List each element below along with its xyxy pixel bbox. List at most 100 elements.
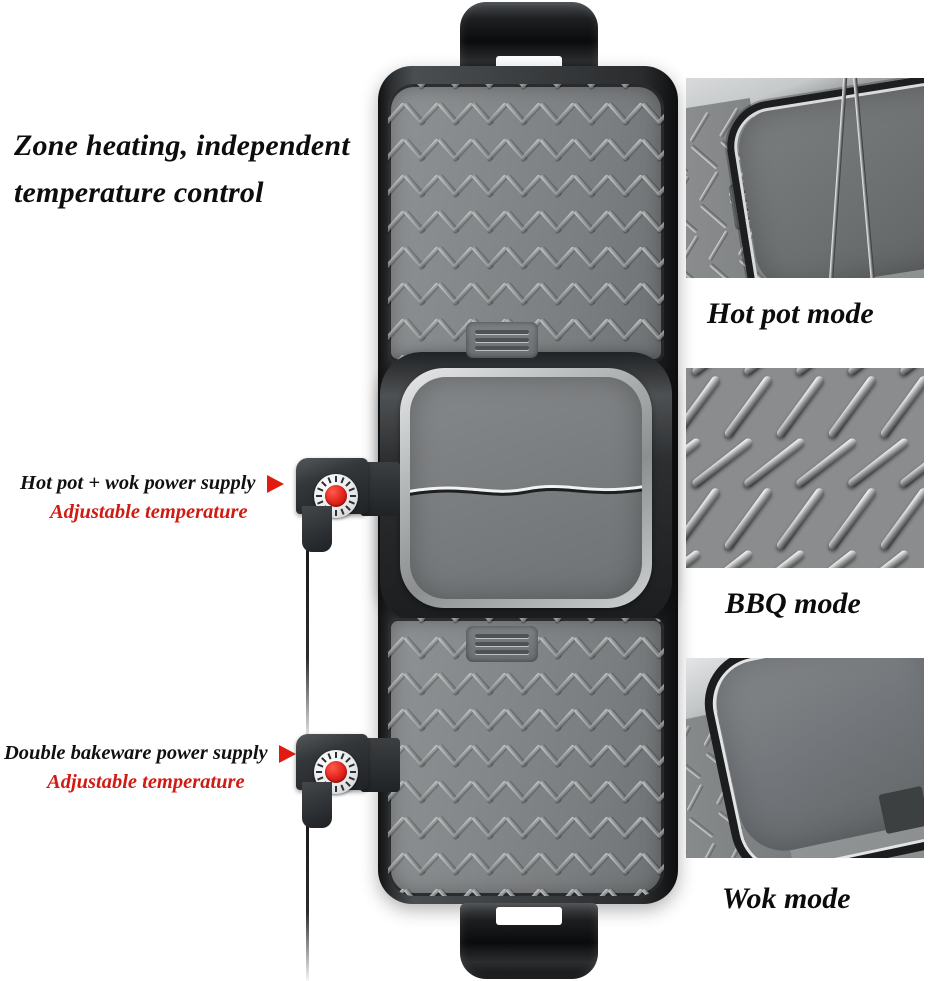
- plate-texture-dash: [622, 318, 644, 341]
- temperature-knob[interactable]: [325, 761, 347, 783]
- plate-texture-dash: [388, 618, 406, 623]
- plate-texture-dash: [520, 780, 542, 803]
- plate-texture-dash: [588, 816, 610, 839]
- plate-texture-dash: [622, 174, 644, 197]
- plate-texture-dash: [452, 780, 474, 803]
- control-stand: [302, 506, 332, 552]
- plate-texture-dash: [698, 170, 720, 203]
- plate-texture-dash: [686, 848, 688, 858]
- grill-plate-bottom: [388, 618, 664, 896]
- plate-texture-dash: [520, 174, 542, 197]
- arrow-right-icon: [266, 474, 284, 493]
- plate-texture-dash: [588, 744, 610, 767]
- plate-texture-dash: [418, 282, 440, 305]
- dial-tick: [316, 495, 322, 497]
- plate-texture-dash: [520, 672, 542, 695]
- plate-texture-dash: [622, 852, 644, 875]
- plate-texture-dash: [452, 174, 474, 197]
- callout-label: Hot pot + wok power supply: [20, 472, 284, 495]
- thumbnail-wok-mode: [686, 658, 924, 858]
- callout-hot-pot-wok: Hot pot + wok power supply Adjustable te…: [20, 472, 284, 524]
- plate-texture-dash: [418, 888, 440, 896]
- plate-texture-dash: [554, 210, 576, 233]
- arrow-right-icon: [278, 744, 296, 763]
- plate-texture-dash: [622, 210, 644, 233]
- thumb-chrome-rim: [720, 78, 924, 278]
- plate-texture-dash: [688, 816, 715, 839]
- plate-texture-dash: [622, 708, 644, 731]
- chrome-rim: [400, 368, 652, 608]
- temperature-dial[interactable]: [314, 474, 358, 518]
- plate-texture-dash: [622, 282, 644, 305]
- plate-texture-dash: [686, 175, 690, 207]
- plate-texture-dash: [588, 618, 610, 623]
- plate-texture-dash: [656, 282, 664, 305]
- plate-texture-dash: [690, 144, 719, 170]
- plate-texture-dash: [452, 618, 474, 623]
- plate-texture-dash: [656, 102, 664, 125]
- mode-label-hot-pot: Hot pot mode: [707, 297, 874, 330]
- plate-texture-dash: [403, 888, 425, 896]
- control-module-hot-pot-wok[interactable]: [296, 448, 400, 552]
- plate-texture-dash: [388, 672, 406, 695]
- plate-texture-dash: [388, 210, 406, 233]
- temperature-knob[interactable]: [325, 485, 347, 507]
- page-title: Zone heating, independent temperature co…: [14, 129, 350, 210]
- plate-texture-dash: [554, 246, 576, 269]
- plate-texture-dash: [607, 888, 629, 896]
- plate-texture-dash: [520, 246, 542, 269]
- plate-texture-dash: [686, 783, 704, 813]
- plate-texture-dash: [686, 757, 702, 780]
- plate-texture-dash: [520, 852, 542, 875]
- plate-texture-dash: [418, 708, 440, 731]
- plate-texture-dash: [689, 111, 711, 143]
- plate-texture-dash: [418, 816, 440, 839]
- ridge-bar: [686, 548, 703, 568]
- dial-tick: [340, 753, 345, 760]
- plate-texture-dash: [554, 852, 576, 875]
- dial-tick: [345, 481, 351, 487]
- mode-label-bbq: BBQ mode: [725, 587, 861, 620]
- plate-texture-dash: [418, 102, 440, 125]
- plate-texture-dash: [622, 246, 644, 269]
- temperature-dial[interactable]: [314, 750, 358, 794]
- plate-texture-dash: [554, 636, 576, 659]
- control-module-double-bakeware[interactable]: [296, 724, 400, 828]
- dial-tick: [345, 781, 351, 787]
- plate-texture-dash: [656, 852, 664, 875]
- center-cooking-module: [380, 352, 672, 624]
- mode-label-wok: Wok mode: [722, 882, 851, 915]
- dial-tick: [335, 510, 337, 516]
- plate-texture-dash: [588, 318, 610, 341]
- plate-texture-dash: [554, 744, 576, 767]
- plate-texture-dash: [388, 636, 406, 659]
- plate-texture-dash: [588, 210, 610, 233]
- plate-texture-dash: [554, 84, 576, 89]
- plate-texture-dash: [554, 816, 576, 839]
- plate-texture-dash: [418, 780, 440, 803]
- plate-texture-dash: [437, 888, 459, 896]
- ridge-bar: [723, 486, 774, 552]
- plate-texture-dash: [486, 282, 508, 305]
- callout-sublabel: Adjustable temperature: [47, 771, 245, 793]
- plate-texture-dash: [452, 102, 474, 125]
- plate-texture-dash: [588, 672, 610, 695]
- plate-texture-dash: [452, 816, 474, 839]
- dial-tick: [327, 477, 332, 484]
- plate-texture-dash: [452, 852, 474, 875]
- plate-texture-dash: [622, 744, 644, 767]
- plate-texture-dash: [471, 888, 493, 896]
- plate-texture-dash: [520, 84, 542, 89]
- plate-texture-dash: [709, 262, 738, 278]
- plate-texture-dash: [588, 708, 610, 731]
- plate-texture-dash: [656, 138, 664, 161]
- callout-label: Double bakeware power supply: [4, 742, 296, 765]
- plate-texture-dash: [539, 888, 561, 896]
- dial-tick: [348, 500, 355, 505]
- callout-double-bakeware: Double bakeware power supply Adjustable …: [4, 742, 296, 794]
- plate-texture-dash: [388, 852, 406, 875]
- dial-tick: [348, 763, 355, 768]
- thumbnail-bbq-mode: [686, 368, 924, 568]
- plate-texture-dash: [388, 138, 406, 161]
- plate-texture-dash: [656, 744, 664, 767]
